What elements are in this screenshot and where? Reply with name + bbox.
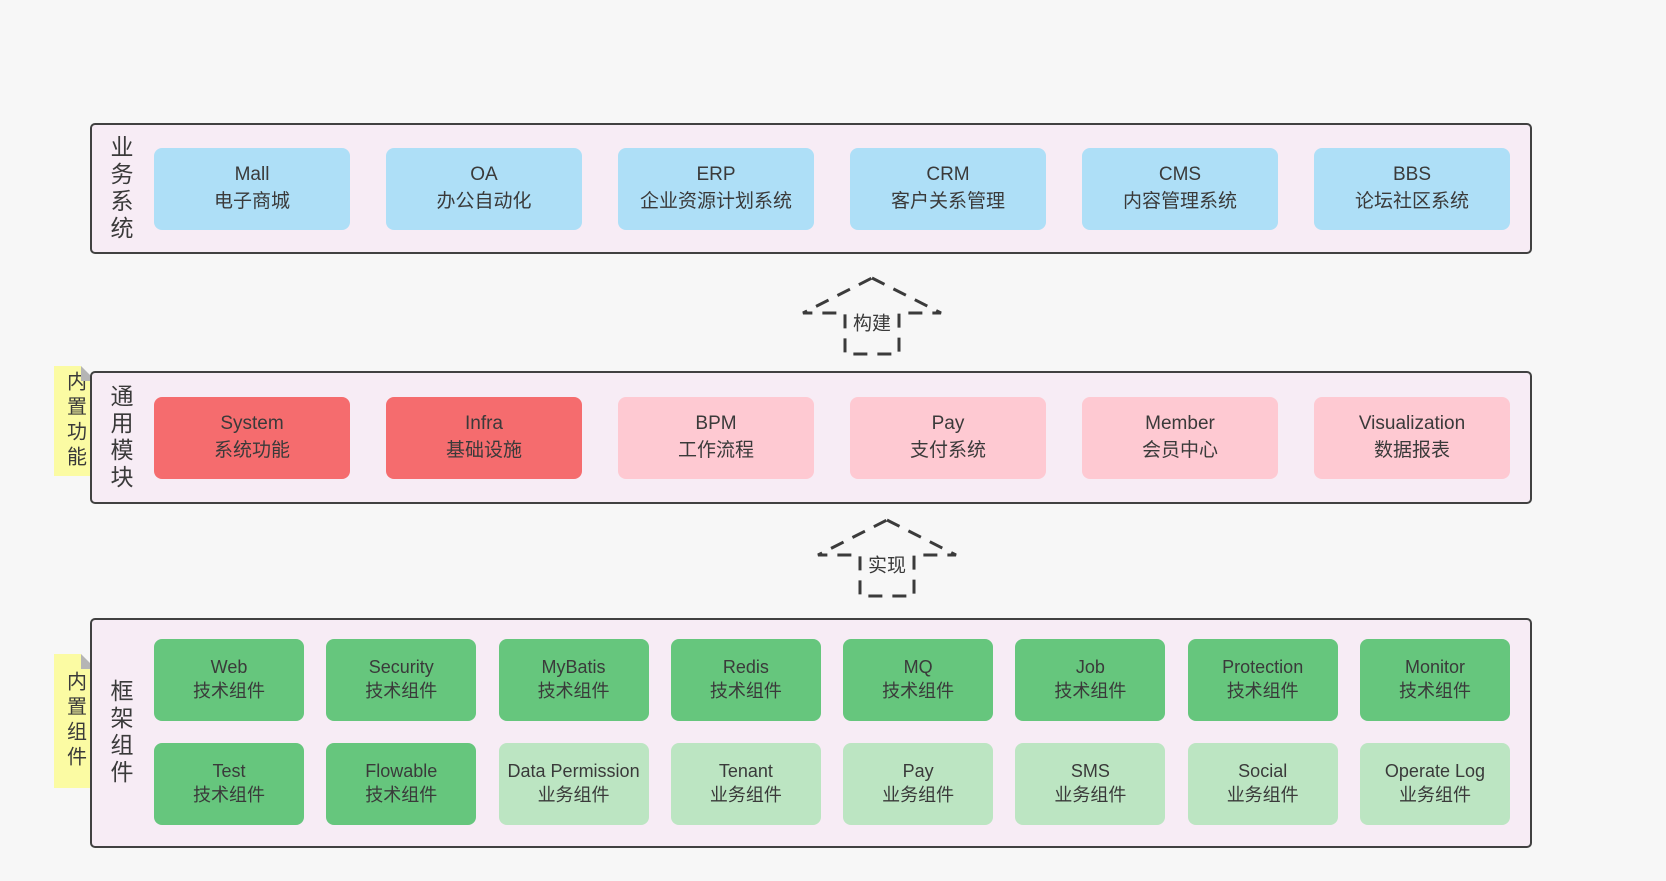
section-framework-components: 框架组件 Web 技术组件 Security 技术组件 MyBatis 技术组件… (90, 618, 1532, 848)
box-security: Security 技术组件 (326, 639, 477, 721)
arrow-build-label: 构建 (848, 307, 896, 337)
box-web: Web 技术组件 (154, 639, 304, 721)
box-operate-log: Operate Log 业务组件 (1359, 743, 1510, 825)
box-mq: MQ 技术组件 (843, 639, 994, 721)
box-flowable: Flowable 技术组件 (326, 743, 477, 825)
box-cms: CMS 内容管理系统 (1082, 147, 1278, 230)
box-monitor: Monitor 技术组件 (1359, 639, 1510, 721)
components-box-grid: Web 技术组件 Security 技术组件 MyBatis 技术组件 Redi… (154, 639, 1510, 825)
section-label-business: 业务系统 (107, 134, 133, 243)
box-mall: Mall 电子商城 (154, 147, 350, 230)
box-pay: Pay 支付系统 (850, 396, 1046, 479)
box-member: Member 会员中心 (1082, 396, 1278, 479)
box-social: Social 业务组件 (1187, 743, 1338, 825)
box-data-permission: Data Permission 业务组件 (498, 743, 649, 825)
box-bbs: BBS 论坛社区系统 (1314, 147, 1510, 230)
box-pay-component: Pay 业务组件 (843, 743, 994, 825)
dashed-up-arrow-icon (802, 276, 942, 356)
section-business-systems: 业务系统 Mall 电子商城 OA 办公自动化 ERP 企业资源计划系统 CRM… (90, 123, 1532, 254)
dashed-up-arrow-icon (817, 518, 957, 598)
box-sms: SMS 业务组件 (1015, 743, 1166, 825)
modules-box-row: System 系统功能 Infra 基础设施 BPM 工作流程 Pay 支付系统… (154, 396, 1510, 479)
box-crm: CRM 客户关系管理 (850, 147, 1046, 230)
box-infra: Infra 基础设施 (386, 396, 582, 479)
box-bpm: BPM 工作流程 (618, 396, 814, 479)
arrow-implement-label: 实现 (863, 549, 911, 579)
box-redis: Redis 技术组件 (670, 639, 821, 721)
box-tenant: Tenant 业务组件 (670, 743, 821, 825)
section-common-modules: 通用模块 System 系统功能 Infra 基础设施 BPM 工作流程 Pay… (90, 371, 1532, 504)
box-oa: OA 办公自动化 (386, 147, 582, 230)
business-box-row: Mall 电子商城 OA 办公自动化 ERP 企业资源计划系统 CRM 客户关系… (154, 147, 1510, 230)
section-label-modules: 通用模块 (107, 383, 133, 492)
box-mybatis: MyBatis 技术组件 (498, 639, 649, 721)
box-erp: ERP 企业资源计划系统 (618, 147, 814, 230)
arrow-build: 构建 (800, 276, 944, 356)
box-protection: Protection 技术组件 (1187, 639, 1338, 721)
box-visualization: Visualization 数据报表 (1314, 396, 1510, 479)
section-label-components: 框架组件 (107, 679, 133, 787)
box-job: Job 技术组件 (1015, 639, 1166, 721)
arrow-implement: 实现 (815, 518, 959, 598)
box-test: Test 技术组件 (154, 743, 304, 825)
box-system: System 系统功能 (154, 396, 350, 479)
